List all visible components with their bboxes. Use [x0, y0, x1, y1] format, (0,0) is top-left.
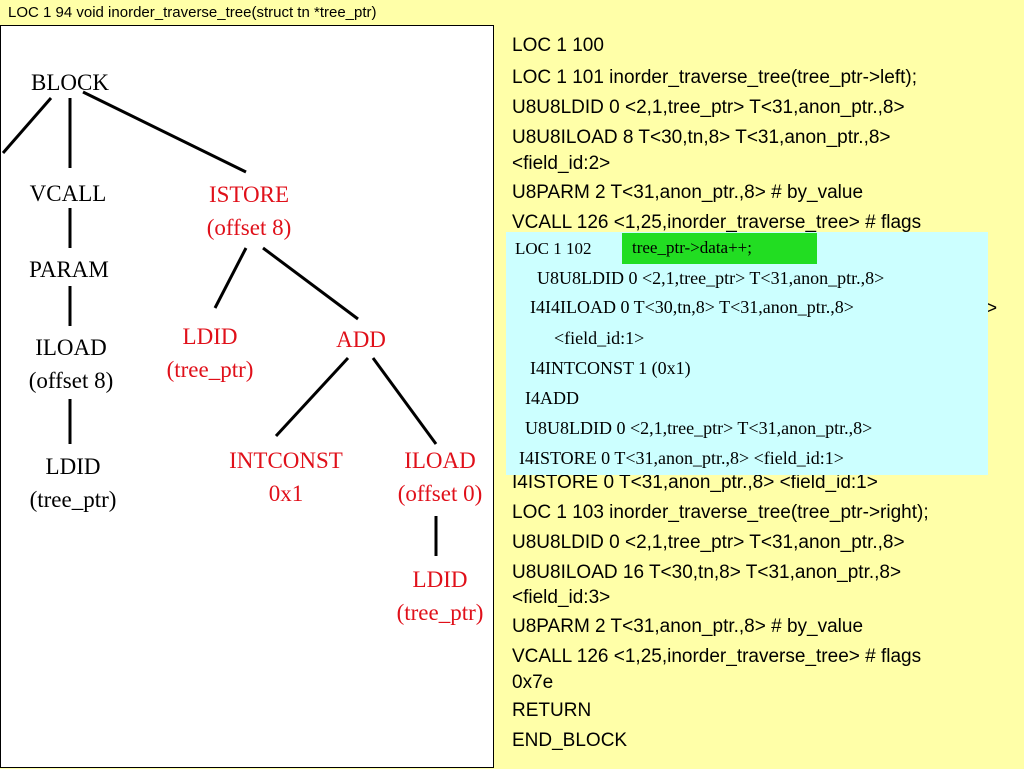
popup-line: I4I4ILOAD 0 T<30,tn,8> T<31,anon_ptr.,8>: [530, 297, 854, 317]
popup-line: I4ISTORE 0 T<31,anon_ptr.,8> <field_id:1…: [519, 448, 844, 468]
listing-line: LOC 1 103 inorder_traverse_tree(tree_ptr…: [512, 502, 929, 523]
listing-line: VCALL 126 <1,25,inorder_traverse_tree> #…: [512, 212, 922, 233]
block-node: BLOCK: [31, 70, 109, 95]
listing-line: RETURN: [512, 700, 592, 721]
listing-line: >: [986, 298, 998, 319]
edge-add-iload: [371, 357, 438, 445]
ldid-node: LDID (tree_ptr): [30, 450, 117, 516]
slide-title: LOC 1 94 void inorder_traverse_tree(stru…: [8, 4, 377, 21]
ldid-red-node-arg: (tree_ptr): [166, 357, 254, 382]
tree-panel: BLOCK VCALL PARAM ILOAD (offset 8) LDID …: [0, 25, 494, 768]
listing-line: END_BLOCK: [512, 730, 628, 751]
iload-red-node: ILOAD (offset 0): [398, 444, 483, 510]
listing-line: U8U8ILOAD 16 T<30,tn,8> T<31,anon_ptr.,8…: [512, 562, 902, 583]
listing-line: U8U8LDID 0 <2,1,tree_ptr> T<31,anon_ptr.…: [512, 532, 905, 553]
listing-line: LOC 1 101 inorder_traverse_tree(tree_ptr…: [512, 67, 918, 88]
ldid-node-op: LDID: [45, 454, 101, 479]
listing-line: LOC 1 100: [512, 35, 604, 56]
iload-node: ILOAD (offset 8): [29, 331, 114, 397]
edge-add-intconst: [274, 356, 350, 438]
istore-node-op: ISTORE: [208, 182, 290, 207]
vcall-node: VCALL: [29, 181, 107, 206]
listing-line: VCALL 126 <1,25,inorder_traverse_tree> #…: [512, 646, 922, 667]
iload-node-arg: (offset 8): [28, 368, 114, 393]
iload-red-node-arg: (offset 0): [397, 481, 483, 506]
listing-line: I4ISTORE 0 T<31,anon_ptr.,8> <field_id:1…: [512, 472, 878, 493]
source-highlight: tree_ptr->data++;: [622, 233, 817, 264]
edge-istore-ldid: [213, 247, 248, 309]
ldid-red-node-op: LDID: [182, 324, 238, 349]
edge-block-istore: [82, 90, 247, 174]
iload-red-node-op: ILOAD: [404, 448, 476, 473]
popup-line: U8U8LDID 0 <2,1,tree_ptr> T<31,anon_ptr.…: [537, 268, 885, 288]
intconst-node-arg: 0x1: [268, 481, 304, 506]
listing-line: U8PARM 2 T<31,anon_ptr.,8> # by_value: [512, 182, 864, 203]
listing-line: <field_id:3>: [512, 587, 611, 608]
intconst-node-op: INTCONST: [229, 448, 343, 473]
listing-line: <field_id:2>: [512, 153, 611, 174]
highlight-text: tree_ptr->data++;: [632, 238, 752, 257]
edge-block-left: [1, 97, 53, 154]
listing-line: 0x7e: [512, 672, 554, 693]
add-node: ADD: [336, 327, 386, 352]
popup-line: U8U8LDID 0 <2,1,tree_ptr> T<31,anon_ptr.…: [525, 418, 873, 438]
ldid-red-node-2: LDID (tree_ptr): [397, 563, 484, 629]
istore-node-arg: (offset 8): [206, 215, 292, 240]
edge-istore-add: [262, 246, 359, 321]
tree-edges: [1, 90, 438, 556]
listing-line: U8U8LDID 0 <2,1,tree_ptr> T<31,anon_ptr.…: [512, 97, 905, 118]
loc-102-popup: LOC 1 102 U8U8LDID 0 <2,1,tree_ptr> T<31…: [506, 232, 988, 475]
listing-line: U8U8ILOAD 8 T<30,tn,8> T<31,anon_ptr.,8>: [512, 127, 891, 148]
popup-line: I4INTCONST 1 (0x1): [530, 358, 691, 378]
iload-node-op: ILOAD: [35, 335, 107, 360]
ldid-red-node: LDID (tree_ptr): [167, 320, 254, 386]
param-node: PARAM: [29, 257, 109, 282]
ldid-red-node-2-op: LDID: [412, 567, 468, 592]
popup-line: I4ADD: [525, 388, 579, 408]
istore-node: ISTORE (offset 8): [207, 178, 292, 244]
intconst-node: INTCONST 0x1: [229, 444, 343, 510]
listing-line: U8PARM 2 T<31,anon_ptr.,8> # by_value: [512, 616, 864, 637]
popup-loc-label: LOC 1 102: [515, 239, 592, 258]
popup-line: <field_id:1>: [554, 328, 645, 348]
ldid-red-node-2-arg: (tree_ptr): [396, 600, 484, 625]
ldid-node-arg: (tree_ptr): [29, 487, 117, 512]
